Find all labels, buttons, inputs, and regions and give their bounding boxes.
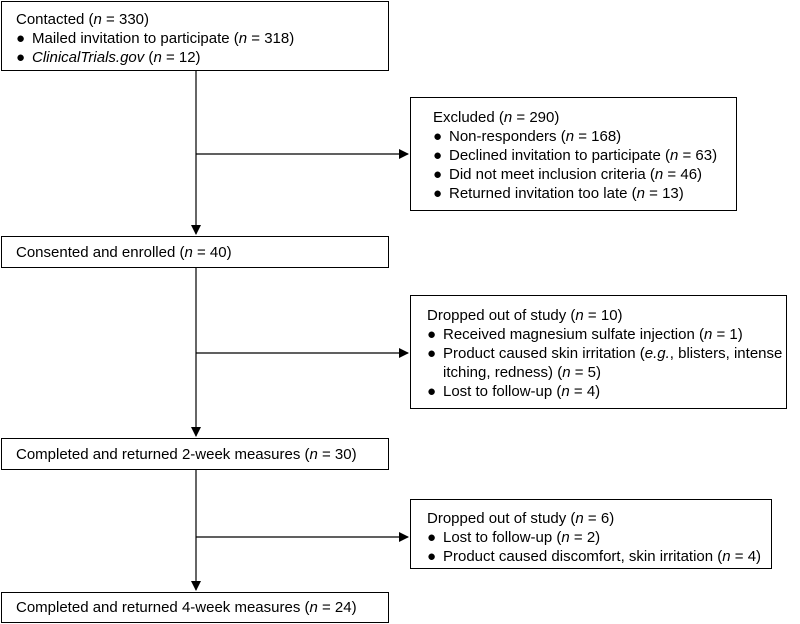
item-n: n — [561, 383, 570, 400]
box-week4: Completed and returned 4-week measures (… — [1, 592, 389, 623]
week2-title-value: = 30) — [317, 446, 357, 463]
item-text: Lost to follow-up ( — [443, 529, 562, 546]
box-contacted: Contacted (n = 330) ● Mailed invitation … — [1, 1, 389, 71]
excluded-title-value: = 290) — [512, 109, 560, 126]
item-text: Non-responders ( — [449, 128, 566, 145]
bullet-icon: ● — [427, 529, 437, 546]
bullet-icon: ● — [16, 49, 26, 66]
item-value: = 318) — [247, 30, 295, 47]
excluded-item-declined: Declined invitation to participate (n = … — [449, 146, 717, 165]
enrolled-title-value: = 40) — [192, 244, 232, 261]
excluded-item-criteria: Did not meet inclusion criteria (n = 46) — [449, 165, 702, 184]
dropped1-item-lost: Lost to follow-up (n = 4) — [443, 382, 600, 401]
enrolled-title: Consented and enrolled (n = 40) — [16, 243, 232, 262]
contacted-item-clinicaltrials: ClinicalTrials.gov (n = 12) — [32, 48, 201, 67]
item-value: = 2) — [569, 529, 601, 546]
item-text: Returned invitation too late ( — [449, 185, 637, 202]
week2-title: Completed and returned 2-week measures (… — [16, 445, 357, 464]
item-value: = 1) — [712, 326, 743, 343]
item-text: Lost to follow-up ( — [443, 383, 562, 400]
item-value: = 4) — [730, 548, 762, 565]
item-text: , blisters, intense — [669, 345, 783, 362]
dropped1-title-value: = 10) — [583, 307, 623, 324]
dropped1-n: n — [575, 307, 584, 324]
week2-n: n — [309, 446, 318, 463]
bullet-icon: ● — [427, 383, 437, 400]
dropped1-title-prefix: Dropped out of study ( — [427, 307, 576, 324]
box-enrolled: Consented and enrolled (n = 40) — [1, 236, 389, 268]
dropped2-item-discomfort: Product caused discomfort, skin irritati… — [443, 547, 761, 566]
item-value: = 13) — [644, 185, 684, 202]
item-n: n — [561, 529, 570, 546]
excluded-item-late: Returned invitation too late (n = 13) — [449, 184, 684, 203]
item-n: n — [636, 185, 645, 202]
bullet-icon: ● — [433, 166, 443, 183]
dropped1-item-skin-line2: itching, redness) (n = 5) — [443, 363, 601, 382]
item-n: n — [722, 548, 731, 565]
week4-title-prefix: Completed and returned 4-week measures ( — [16, 599, 310, 616]
contacted-n: n — [93, 11, 102, 28]
item-value: = 12) — [161, 49, 201, 66]
week2-title-prefix: Completed and returned 2-week measures ( — [16, 446, 310, 463]
item-eg: e.g. — [644, 345, 670, 362]
item-text: Received magnesium sulfate injection ( — [443, 326, 704, 343]
excluded-n: n — [503, 109, 513, 126]
box-dropped-out-1: Dropped out of study (n = 10) ● Received… — [410, 295, 787, 409]
bullet-icon: ● — [433, 147, 443, 164]
excluded-title-prefix: Excluded ( — [433, 109, 504, 126]
dropped2-item-lost: Lost to follow-up (n = 2) — [443, 528, 600, 547]
item-text: Product caused skin irritation ( — [443, 345, 645, 362]
bullet-icon: ● — [427, 345, 437, 362]
item-value: = 4) — [569, 383, 601, 400]
enrolled-title-prefix: Consented and enrolled ( — [16, 244, 185, 261]
dropped2-title-value: = 6) — [583, 510, 615, 527]
item-n: n — [669, 147, 679, 164]
excluded-item-nonresponders: Non-responders (n = 168) — [449, 127, 621, 146]
dropped2-n: n — [575, 510, 584, 527]
contacted-title-value: = 330) — [101, 11, 150, 28]
dropped2-title-prefix: Dropped out of study ( — [427, 510, 576, 527]
item-value: = 5) — [570, 364, 601, 381]
item-text: Product caused discomfort, skin irritati… — [443, 548, 723, 565]
contacted-title-prefix: Contacted ( — [16, 11, 94, 28]
dropped1-title: Dropped out of study (n = 10) — [427, 306, 623, 325]
bullet-icon: ● — [16, 30, 26, 47]
item-italic: ClinicalTrials.gov — [32, 49, 145, 66]
item-text: ( — [144, 49, 154, 66]
dropped1-item-skin-line1: Product caused skin irritation (e.g., bl… — [443, 344, 782, 363]
enrolled-n: n — [184, 244, 193, 261]
item-n: n — [562, 364, 571, 381]
item-value: = 168) — [574, 128, 622, 145]
box-week2: Completed and returned 2-week measures (… — [1, 438, 389, 470]
item-text: itching, redness) ( — [443, 364, 563, 381]
bullet-icon: ● — [427, 326, 437, 343]
item-n: n — [153, 49, 162, 66]
week4-title: Completed and returned 4-week measures (… — [16, 598, 357, 617]
week4-title-value: = 24) — [317, 599, 357, 616]
item-n: n — [565, 128, 575, 145]
dropped2-title: Dropped out of study (n = 6) — [427, 509, 614, 528]
bullet-icon: ● — [433, 185, 443, 202]
dropped1-item-magnesium: Received magnesium sulfate injection (n … — [443, 325, 743, 344]
contacted-title: Contacted (n = 330) — [16, 10, 149, 29]
bullet-icon: ● — [427, 548, 437, 565]
item-text: Mailed invitation to participate ( — [32, 30, 239, 47]
week4-n: n — [309, 599, 318, 616]
excluded-title: Excluded (n = 290) — [433, 108, 559, 127]
item-value: = 63) — [678, 147, 718, 164]
item-n: n — [654, 166, 664, 183]
item-n: n — [703, 326, 713, 343]
bullet-icon: ● — [433, 128, 443, 145]
item-value: = 46) — [663, 166, 703, 183]
contacted-item-mailed: Mailed invitation to participate (n = 31… — [32, 29, 294, 48]
box-excluded: Excluded (n = 290) ● Non-responders (n =… — [410, 97, 737, 211]
box-dropped-out-2: Dropped out of study (n = 6) ● Lost to f… — [410, 499, 772, 569]
item-text: Did not meet inclusion criteria ( — [449, 166, 655, 183]
item-text: Declined invitation to participate ( — [449, 147, 670, 164]
item-n: n — [238, 30, 248, 47]
